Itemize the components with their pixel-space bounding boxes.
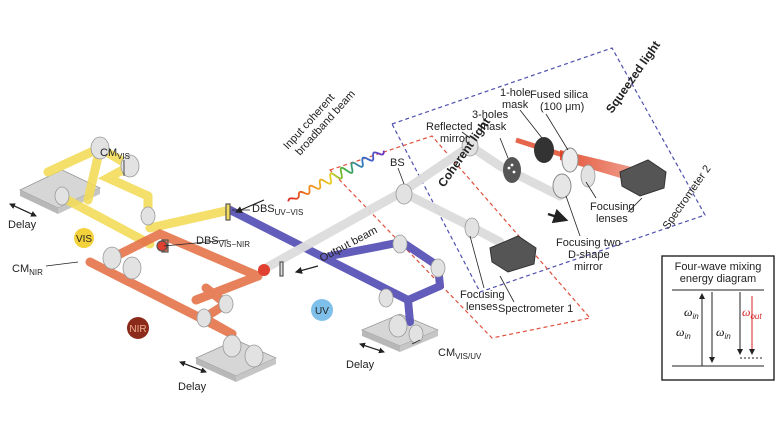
fused-silica-label-1: Fused silica [530,89,589,101]
three-holes-label-2: mask [480,121,507,133]
reflected-mirror-label-1: Reflected [426,121,472,133]
energy-diagram: Four-wave mixing energy diagram ωin ωin … [661,255,775,381]
focusing-lenses-1-label-2: lenses [466,301,498,313]
one-hole-label-1: 1-hole [500,87,531,99]
energy-title-1: Four-wave mixing [675,261,762,273]
d-shape-arrow [547,208,569,224]
focusing-two-label-1: Focusing two [556,237,621,249]
squeezed-light-title: Squeezed light [603,38,663,115]
focusing-two-label-3: mirror [574,261,603,273]
one-hole-mask [534,137,554,163]
omega-in-3: ωin [716,325,731,341]
nir-badge [127,317,149,339]
delay-label-nir: Delay [178,381,207,393]
bs-label: BS [390,157,405,169]
cm-vis-label: CMVIS [100,147,130,161]
dbs-vis-nir-label: DBSVIS−NIR [196,235,250,249]
fused-silica-label-2: (100 μm) [540,101,584,113]
output-arrow [294,265,319,274]
cm-vis-uv-label: CMVIS/UV [438,347,482,361]
dbs-uv-vis-label: DBSUV−VIS [252,203,303,217]
fused-silica [561,147,579,173]
focusing-lenses-2-label-2: lenses [596,213,628,225]
three-holes-mask [503,157,521,183]
vis-badge [74,228,94,248]
spectrometer-2 [619,159,667,197]
omega-in-2: ωin [684,305,699,321]
one-hole-label-2: mask [502,99,529,111]
spectrometer-1-label: Spectrometer 1 [498,303,573,315]
focusing-two-label-2: D-shape [568,249,610,261]
squeezed-fan [560,150,636,182]
leader-lines [45,109,643,345]
vis-badge-text: VIS [76,234,92,245]
mirror-discs [54,135,596,368]
squeezed-light-box [391,47,706,293]
delay-label-vis: Delay [8,219,37,231]
delay-arrows [9,203,385,374]
omega-in-1: ωin [676,325,691,341]
input-wave [287,150,385,202]
focusing-lenses-2-label-1: Focusing [590,201,635,213]
spectrometer-1 [489,235,537,273]
delay-label-uv: Delay [346,359,375,371]
uv-badge-text: UV [315,306,329,317]
three-holes-label-1: 3-holes [472,109,509,121]
energy-title-2: energy diagram [680,273,756,285]
nir-badge-text: NIR [129,324,146,335]
d-shape-mirror [552,173,572,199]
reflected-mirror-label-2: mirror [440,133,469,145]
cm-nir-label: CMNIR [12,263,43,277]
omega-out: ωout [742,305,762,321]
focusing-lenses-1-label-1: Focusing [460,289,505,301]
uv-badge [311,299,333,321]
